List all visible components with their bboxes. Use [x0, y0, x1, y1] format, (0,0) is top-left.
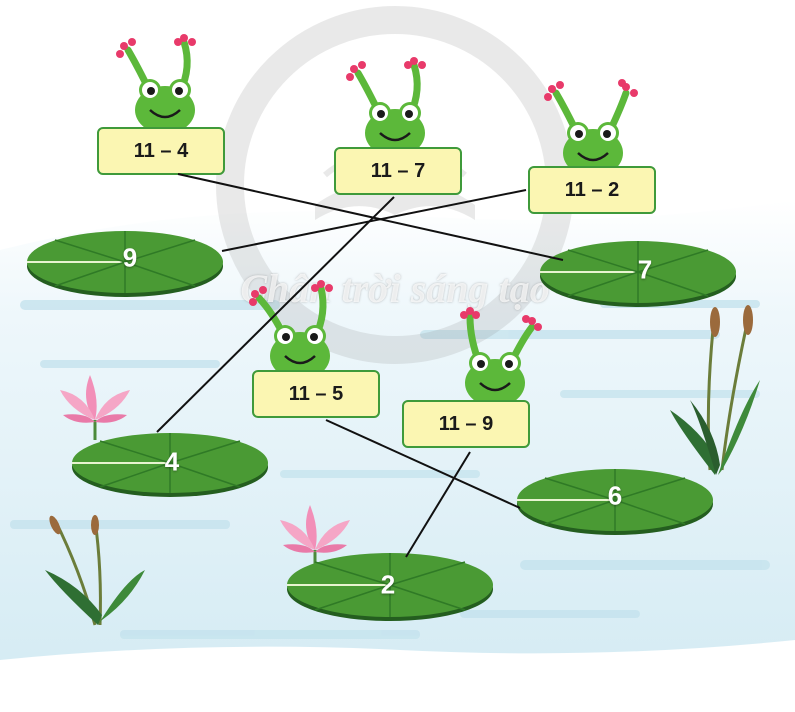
pad-number-6: 6 — [607, 480, 623, 511]
pad-number-9: 9 — [122, 242, 138, 273]
lily-pad-4 — [72, 433, 268, 497]
cattail-plant-right — [670, 305, 760, 475]
expression-card-11-4: 11 – 4 — [97, 127, 225, 175]
expression-card-11-5: 11 – 5 — [252, 370, 380, 418]
expression-card-11-9: 11 – 9 — [402, 400, 530, 448]
expression-card-11-2: 11 – 2 — [528, 166, 656, 214]
pad-number-4: 4 — [164, 446, 180, 477]
expression-card-11-7: 11 – 7 — [334, 147, 462, 195]
frog-icon — [544, 79, 638, 181]
frog-icon — [116, 34, 196, 138]
pad-number-7: 7 — [637, 254, 653, 285]
lily-pad-6 — [517, 469, 713, 535]
cattail-plant-left — [45, 515, 145, 626]
lily-pad-2 — [287, 553, 493, 621]
frog-icon — [460, 307, 542, 411]
pad-number-2: 2 — [380, 569, 396, 600]
lotus-flower-center — [280, 505, 350, 570]
lotus-flower-left — [60, 375, 130, 440]
lily-pad-7 — [540, 241, 736, 307]
